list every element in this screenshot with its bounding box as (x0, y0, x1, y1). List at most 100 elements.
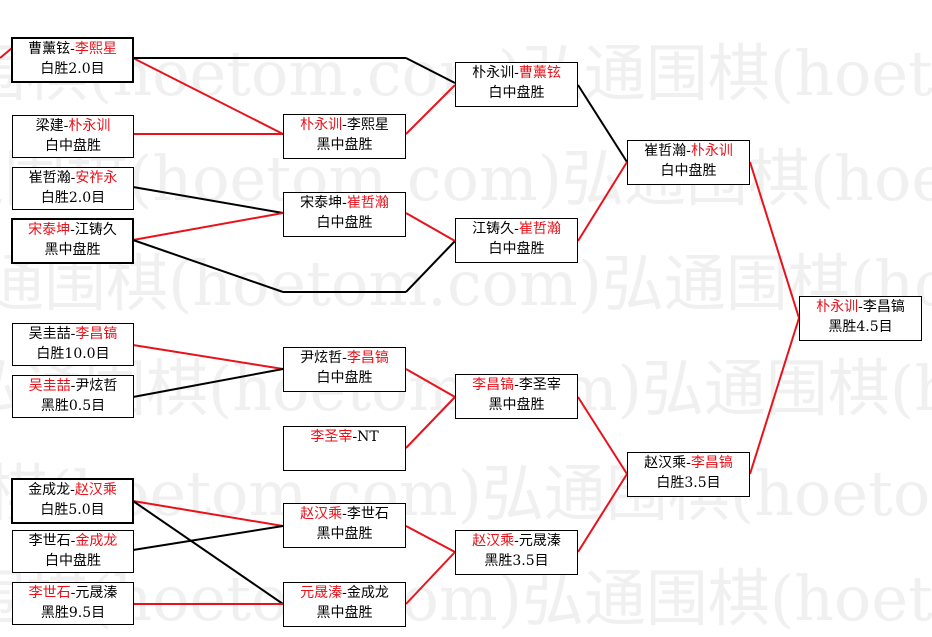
player-name: 梁建 (35, 118, 64, 134)
connector-line (405, 84, 456, 135)
connector-line (405, 368, 456, 398)
player-name: 朴永训 (690, 143, 733, 159)
player-name: 朴永训 (68, 118, 111, 134)
connector-line (132, 212, 284, 241)
match-players: 曹薰铉-李熙星 (13, 39, 132, 60)
separator: - (686, 143, 691, 159)
player-name: 李世石 (28, 533, 71, 549)
match-box: 尹炫哲-李昌镐 白中盘胜 (283, 347, 406, 392)
separator: - (342, 350, 347, 366)
match-result: 白中盘胜 (45, 138, 101, 154)
connector-line (405, 551, 456, 605)
separator: - (70, 41, 75, 57)
match-result: 黑胜4.5目 (828, 319, 893, 335)
player-name: 曹薰铉 (518, 65, 561, 81)
player-name: 金成龙 (75, 533, 118, 549)
match-box: 赵汉乘-元晟溱 黑胜3.5目 (455, 530, 578, 575)
match-result: 白胜3.5目 (656, 475, 721, 491)
match-result: 白中盘胜 (45, 553, 101, 569)
player-name: 崔哲瀚 (28, 170, 71, 186)
match-players: 赵汉乘-李昌镐 (628, 453, 749, 474)
player-name: 元晟溱 (518, 533, 561, 549)
player-name: 李圣宰 (310, 429, 353, 445)
player-name: 李熙星 (346, 117, 389, 133)
match-box: 赵汉乘-李世石 黑中盘胜 (283, 503, 406, 548)
separator: - (70, 482, 75, 498)
match-box: 李世石-金成龙 白中盘胜 (12, 530, 134, 573)
match-result: 白胜2.0目 (40, 61, 105, 77)
match-players: 元晟溱-金成龙 (284, 583, 405, 604)
match-result: 白中盘胜 (488, 241, 545, 257)
separator: - (342, 117, 347, 133)
separator: - (858, 299, 863, 315)
watermark-text: 弘通围棋(hoetom.com)弘通围棋(hoetom.com) (0, 457, 932, 530)
match-box: 宋泰坤-崔哲瀚 白中盘胜 (283, 192, 406, 237)
player-name: 李昌镐 (75, 326, 118, 342)
match-players: 赵汉乘-李世石 (284, 504, 405, 525)
match-players: 朴永训-李昌镐 (800, 297, 921, 318)
connector-line (132, 186, 284, 214)
player-name: 江铸久 (472, 221, 515, 237)
player-name: 元晟溱 (300, 585, 343, 601)
separator: - (352, 429, 358, 445)
separator: - (342, 585, 347, 601)
match-box: 曹薰铉-李熙星 白胜2.0目 (11, 37, 134, 83)
connector-line (405, 240, 456, 293)
match-result: 白胜2.0目 (40, 190, 106, 206)
player-name: 金成龙 (28, 482, 71, 498)
player-name: 吴圭喆 (28, 326, 71, 342)
separator: - (70, 326, 76, 342)
match-box: 赵汉乘-李昌镐 白胜3.5目 (627, 452, 750, 497)
player-name: 崔哲瀚 (644, 143, 687, 159)
match-result: 黑中盘胜 (316, 605, 373, 621)
match-result: 黑胜3.5目 (484, 553, 549, 569)
player-name: 元晟溱 (75, 585, 118, 601)
connector-line (0, 47, 13, 59)
connector-line (577, 473, 628, 553)
match-box: 崔哲瀚-朴永训 白中盘胜 (627, 140, 750, 185)
player-name: 李昌镐 (346, 350, 389, 366)
connector-line (405, 212, 456, 242)
match-players: 吴圭喆-李昌镐 (13, 324, 133, 345)
match-box: 江铸久-崔哲瀚 白中盘胜 (455, 218, 578, 263)
match-result (284, 448, 405, 466)
separator: - (70, 170, 76, 186)
separator: - (63, 118, 69, 134)
player-name: 李昌镐 (690, 455, 733, 471)
player-name: 安祚永 (75, 170, 118, 186)
connector-line (405, 57, 456, 84)
match-players: 梁建-朴永训 (13, 116, 133, 137)
separator: - (70, 378, 76, 394)
match-players: 朴永训-曹薰铉 (456, 63, 577, 84)
match-box: 梁建-朴永训 白中盘胜 (12, 115, 134, 158)
player-name: 李昌镐 (472, 377, 515, 393)
separator: - (342, 195, 347, 211)
player-name: 尹炫哲 (300, 350, 343, 366)
player-name: 宋泰坤 (28, 222, 71, 238)
match-players: 朴永训-李熙星 (284, 115, 405, 136)
match-players: 李世石-元晟溱 (13, 583, 133, 604)
separator: - (514, 221, 519, 237)
player-name: 崔哲瀚 (346, 195, 389, 211)
player-name: 朴永训 (816, 299, 859, 315)
match-players: 崔哲瀚-朴永训 (628, 141, 749, 162)
player-name: NT (357, 429, 379, 445)
match-box: 宋泰坤-江铸久 黑中盘胜 (11, 218, 134, 264)
separator: - (70, 533, 76, 549)
match-players: 李昌镐-李圣宰 (456, 375, 577, 396)
player-name: 江铸久 (74, 222, 117, 238)
match-result: 黑中盘胜 (44, 242, 101, 258)
match-players: 江铸久-崔哲瀚 (456, 219, 577, 240)
match-box: 李世石-元晟溱 黑胜9.5目 (12, 582, 134, 625)
match-result: 白中盘胜 (316, 370, 373, 386)
match-box: 李昌镐-李圣宰 黑中盘胜 (455, 374, 578, 419)
separator: - (514, 65, 519, 81)
connector-line (577, 84, 628, 163)
connector-line (132, 500, 284, 527)
match-players: 李圣宰-NT (284, 427, 405, 448)
match-result: 白中盘胜 (660, 163, 717, 179)
match-result: 白胜10.0目 (36, 346, 110, 362)
player-name: 赵汉乘 (644, 455, 687, 471)
separator: - (342, 506, 347, 522)
match-box: 金成龙-赵汉乘 白胜5.0目 (11, 478, 134, 524)
